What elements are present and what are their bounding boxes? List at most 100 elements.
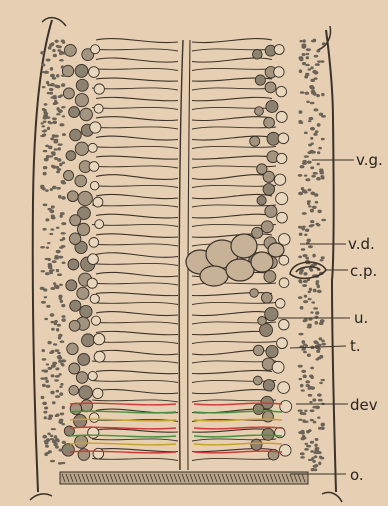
cirrus-pouch — [290, 262, 326, 278]
germ-cell — [93, 197, 103, 207]
gland-dot — [54, 100, 57, 103]
gland-dot — [314, 193, 318, 197]
germ-cell — [78, 354, 90, 366]
gland-dot — [306, 100, 310, 103]
gland-dot — [301, 43, 306, 46]
gland-dot — [308, 205, 312, 207]
left-testis-tubules — [92, 39, 178, 461]
label-vd: v.d. — [348, 235, 375, 253]
gland-dot — [55, 286, 59, 290]
tubule-right — [192, 97, 272, 100]
gland-dot — [61, 232, 66, 234]
gland-dot — [313, 172, 318, 175]
label-t: t. — [350, 337, 361, 355]
left-body-wall — [33, 20, 52, 492]
gland-dot — [50, 67, 53, 71]
gland-dot — [320, 457, 324, 460]
tubule-left — [96, 39, 178, 43]
germ-cell — [94, 104, 103, 113]
gland-dot — [42, 384, 46, 387]
gland-dot — [46, 363, 49, 365]
gland-dot — [310, 311, 313, 313]
germ-cell — [69, 107, 80, 118]
germ-cell — [274, 67, 284, 77]
gland-dot — [50, 391, 54, 395]
gland-dot — [299, 271, 303, 274]
gland-dot — [316, 94, 320, 97]
gland-dot — [309, 374, 313, 377]
gland-dot — [301, 437, 305, 440]
germ-cell — [258, 316, 267, 325]
gland-dot — [60, 212, 65, 215]
gland-dot — [304, 174, 307, 176]
germ-cell — [69, 385, 79, 395]
gland-dot — [51, 165, 54, 168]
gland-dot — [314, 464, 318, 467]
germ-cell — [93, 388, 103, 398]
tubule-right — [192, 205, 276, 207]
gland-dot — [53, 54, 57, 57]
gland-dot — [306, 445, 311, 448]
gland-dot — [42, 358, 47, 361]
gland-dot — [48, 265, 53, 269]
gland-dot — [315, 311, 319, 314]
gland-dot — [317, 224, 321, 227]
tubule-right — [192, 390, 272, 394]
germ-cell — [277, 153, 287, 163]
gland-dot — [59, 59, 64, 62]
germ-cell — [90, 294, 99, 303]
gland-dot — [61, 75, 66, 77]
gland-dot — [59, 419, 64, 422]
germ-cell — [90, 122, 101, 133]
gland-dot — [320, 259, 324, 261]
gland-dot — [43, 166, 47, 169]
gland-dot — [311, 301, 315, 303]
germ-cell — [64, 170, 74, 180]
germ-cell — [263, 184, 275, 196]
gland-dot — [302, 284, 307, 287]
gland-dot — [51, 328, 55, 331]
gland-dot — [44, 296, 47, 298]
gland-dot — [302, 212, 307, 215]
tubule-left — [96, 175, 178, 180]
gland-dot — [317, 60, 321, 62]
gland-dot — [62, 441, 66, 444]
gland-dot — [44, 452, 48, 456]
tubule-left — [92, 283, 178, 285]
gland-dot — [302, 62, 306, 65]
gland-dot — [61, 83, 65, 87]
gland-dot — [58, 143, 63, 145]
gland-dot — [310, 367, 314, 370]
gland-dot — [49, 92, 53, 95]
gland-dot — [321, 256, 325, 259]
gland-dot — [42, 125, 45, 127]
tubule-left — [92, 302, 178, 304]
gland-dot — [48, 450, 52, 453]
gland-dot — [306, 48, 311, 51]
gland-dot — [316, 280, 320, 282]
germ-cell — [280, 401, 292, 413]
gland-dot — [45, 189, 49, 192]
gland-dot — [54, 379, 59, 381]
gland-dot — [299, 58, 303, 61]
central-rachis — [179, 40, 183, 470]
germ-cell — [265, 307, 278, 320]
gland-dot — [321, 138, 325, 141]
gland-dot — [47, 417, 52, 420]
germ-cell — [76, 79, 88, 91]
germ-cell — [76, 372, 88, 384]
gland-dot — [310, 409, 315, 412]
germ-cell — [276, 111, 287, 122]
gland-dot — [55, 415, 59, 417]
gland-dot — [308, 394, 313, 397]
gland-dot — [60, 214, 63, 217]
germ-cell — [265, 205, 277, 217]
gland-dot — [303, 351, 307, 353]
gland-dot — [316, 177, 321, 181]
gland-dot — [62, 237, 65, 241]
gland-dot — [58, 355, 61, 358]
germ-cell — [79, 386, 92, 399]
gland-dot — [300, 91, 305, 94]
gland-dot — [319, 170, 324, 172]
gland-dot — [42, 435, 47, 439]
